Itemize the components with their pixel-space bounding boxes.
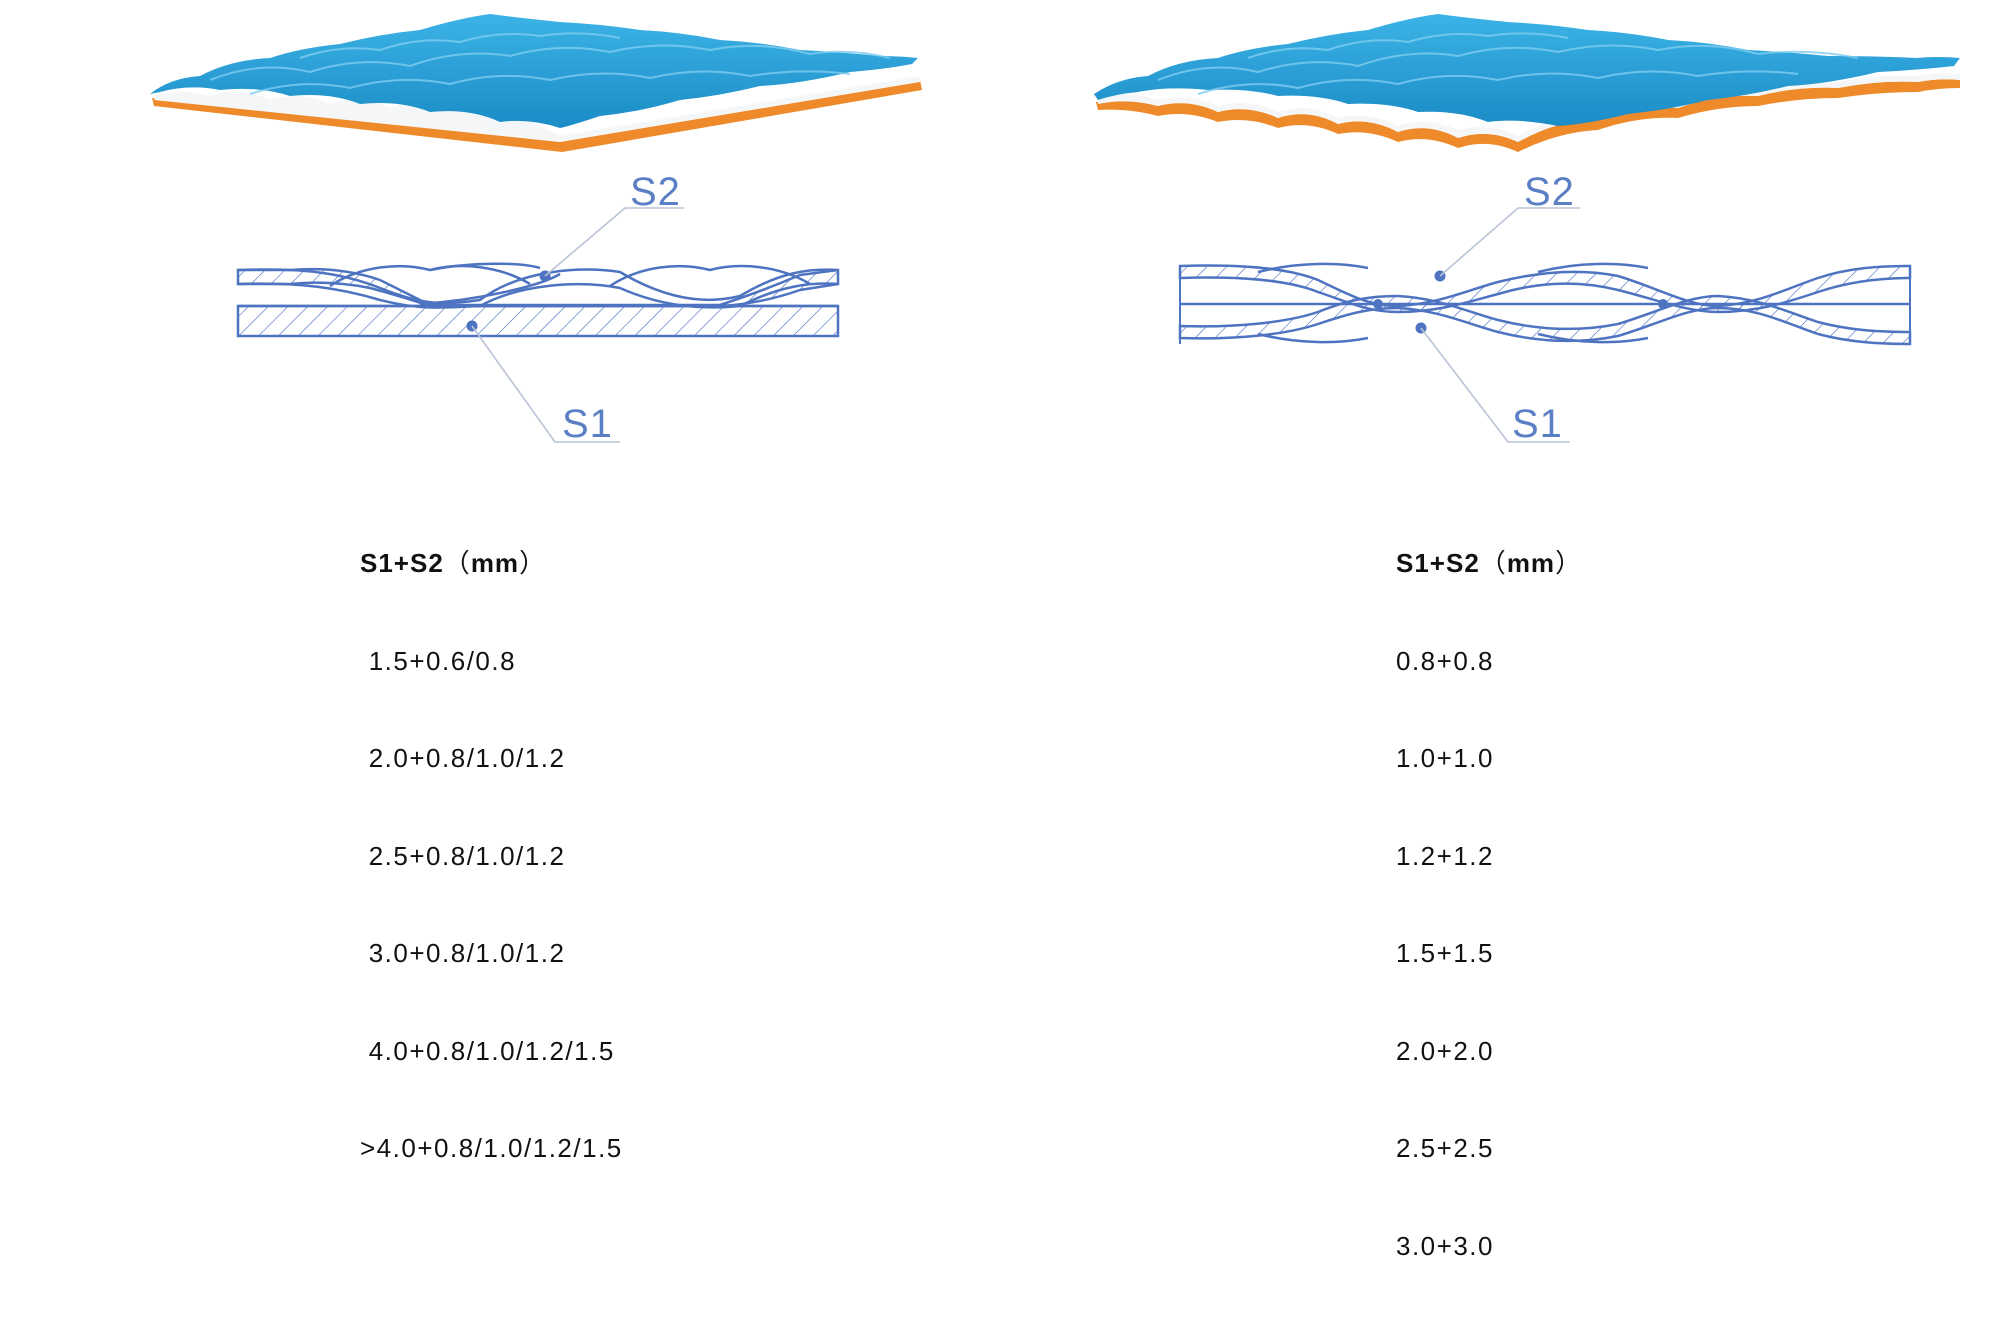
left-panel: S2 S1 S1+S2（mm） 1.5+0.6/0.8 2.0+0.8/1.0/… <box>0 0 998 1163</box>
right-spec-row: 1.5+1.5 <box>1396 938 1494 968</box>
right-spec-row: 2.0+2.0 <box>1396 1035 1494 1066</box>
left-spec-unit-close: ） <box>519 548 547 578</box>
left-spec-row: 4.0+0.8/1.0/1.2/1.5 <box>360 1035 615 1066</box>
right-spec-title: S1+S2（mm） <box>1396 547 1582 580</box>
left-spec-title: S1+S2（mm） <box>360 547 623 580</box>
right-spec-title-text: S1+S2 <box>1396 548 1480 578</box>
right-spec-row: 1.0+1.0 <box>1396 743 1494 773</box>
left-spec-unit: mm <box>470 548 520 578</box>
left-spec-row: 2.0+0.8/1.0/1.2 <box>360 743 566 773</box>
left-spec-table: S1+S2（mm） 1.5+0.6/0.8 2.0+0.8/1.0/1.2 2.… <box>360 482 623 1230</box>
left-spec-row: 2.5+0.8/1.0/1.2 <box>360 840 566 871</box>
left-label-s2: S2 <box>630 170 681 214</box>
left-spec-unit-open: （ <box>443 548 471 578</box>
left-backing-layer <box>152 80 922 152</box>
right-woven-top <box>1094 14 1960 126</box>
right-spec-row: 3.0+3.0 <box>1396 1230 1494 1261</box>
left-cross-section <box>236 207 840 443</box>
right-label-s1: S1 <box>1512 402 1563 446</box>
left-spec-row: 1.5+0.6/0.8 <box>360 645 517 676</box>
right-cross-section <box>1178 207 1912 443</box>
right-illustration <box>1094 14 1960 443</box>
right-spec-unit: mm <box>1506 548 1556 578</box>
left-spec-row: 3.0+0.8/1.0/1.2 <box>360 938 566 968</box>
right-spec-row: 0.8+0.8 <box>1396 645 1494 676</box>
left-weave-highlights <box>209 32 891 95</box>
right-panel: S2 S1 S1+S2（mm） 0.8+0.8 1.0+1.0 1.2+1.2 … <box>998 0 1997 1261</box>
left-spec-title-text: S1+S2 <box>360 548 444 578</box>
right-weave-highlights <box>1157 32 1859 95</box>
left-gap-layer <box>154 76 920 142</box>
left-woven-top <box>150 14 918 128</box>
left-spec-row: >4.0+0.8/1.0/1.2/1.5 <box>360 1133 623 1163</box>
left-illustration <box>150 14 922 443</box>
right-label-s2: S2 <box>1524 170 1575 214</box>
right-spec-unit-open: （ <box>1479 548 1507 578</box>
right-spec-unit-close: ） <box>1555 548 1583 578</box>
right-spec-row: 2.5+2.5 <box>1396 1133 1494 1163</box>
right-backing-layer <box>1096 79 1960 152</box>
left-label-s1: S1 <box>562 402 613 446</box>
right-spec-row: 1.2+1.2 <box>1396 840 1494 871</box>
right-spec-table: S1+S2（mm） 0.8+0.8 1.0+1.0 1.2+1.2 1.5+1.… <box>1396 482 1582 1327</box>
